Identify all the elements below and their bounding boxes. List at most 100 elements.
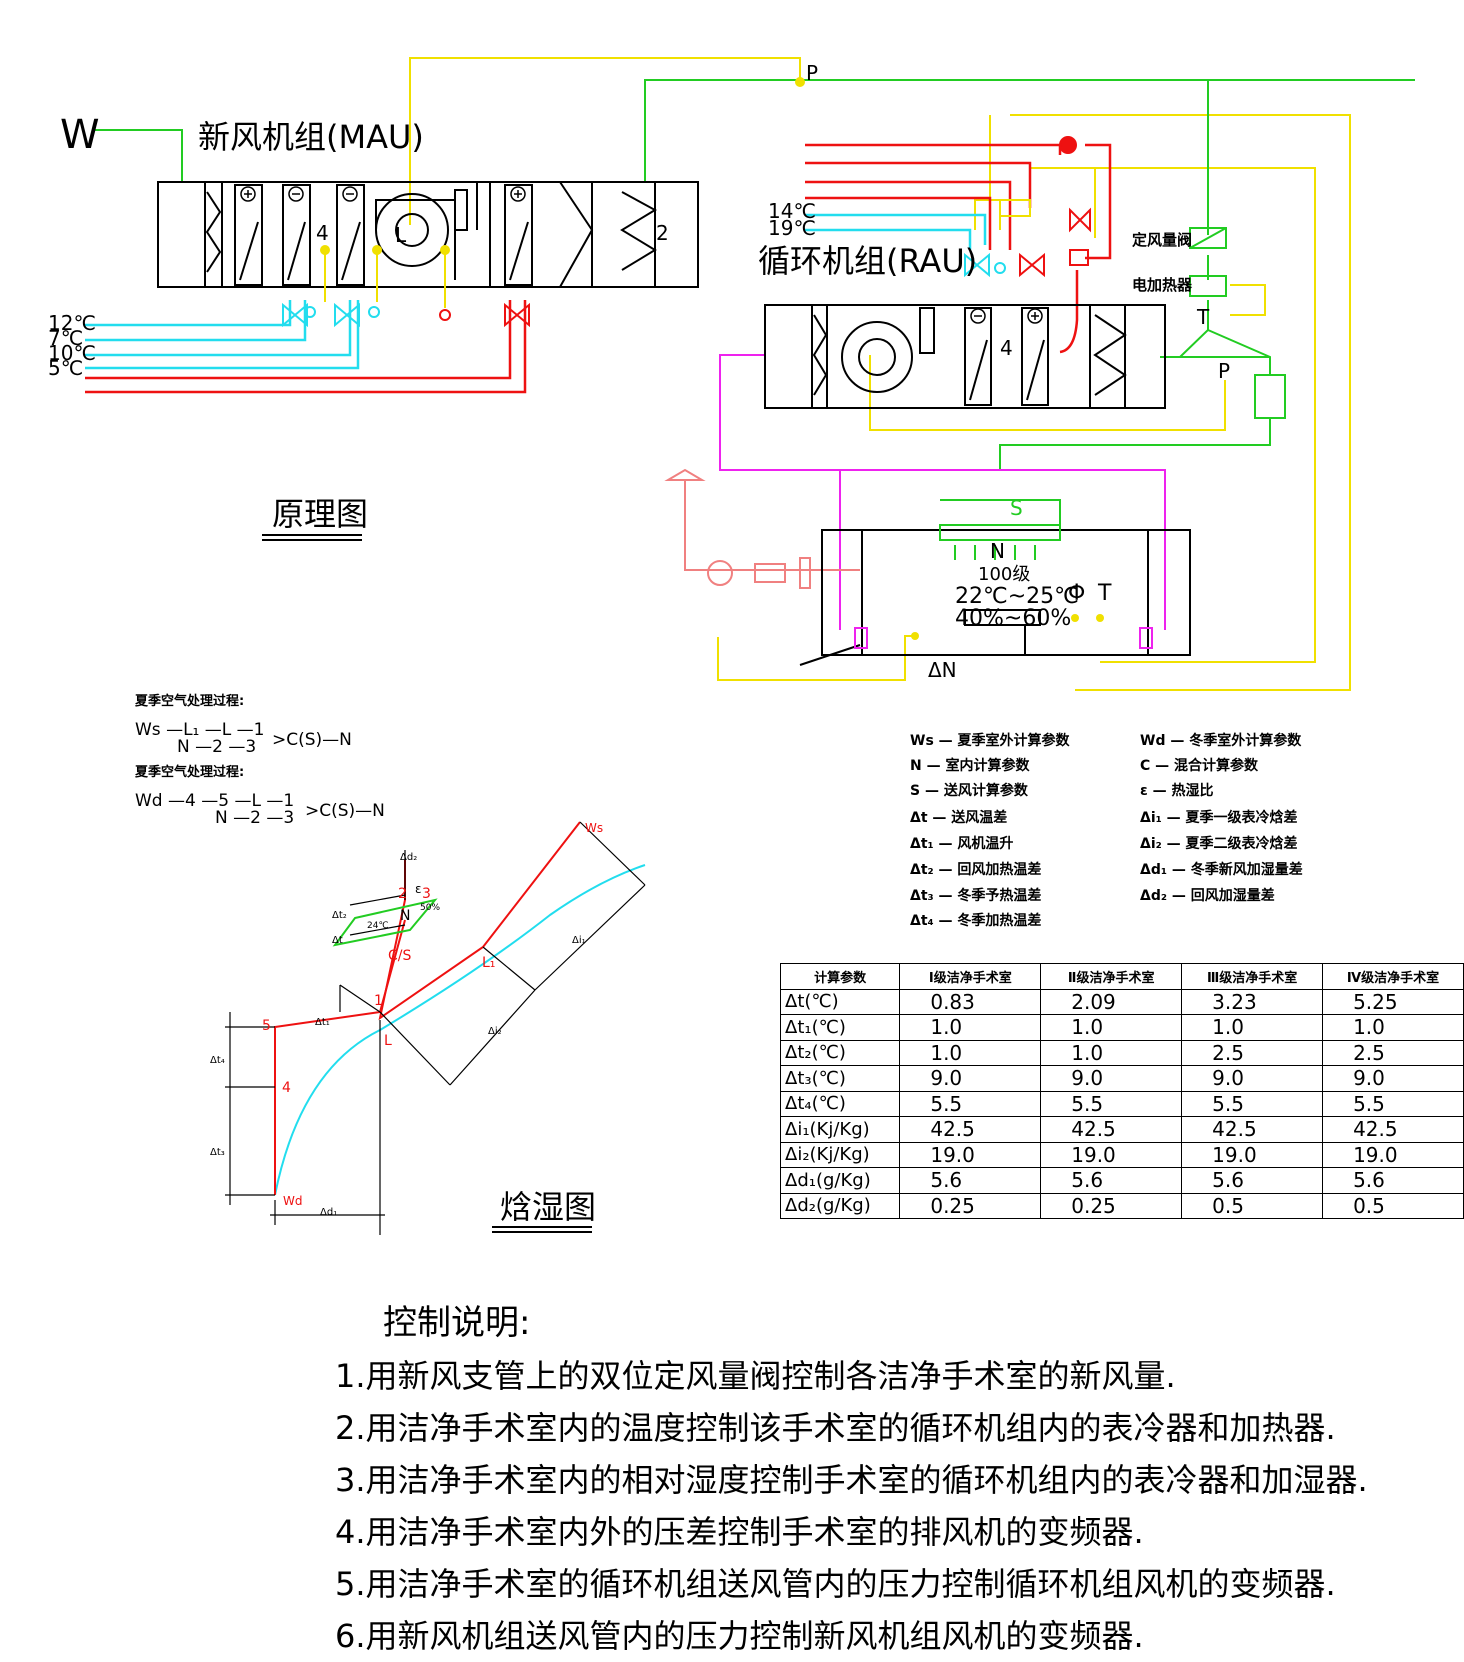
psychro-labels: Ws Wd L₁ L 1 2 3 4 5 N C/S ε 24℃ 50% Δt … [210,821,603,1218]
rau-controller [999,199,1031,217]
process-lines-red [274,821,581,1195]
l-label: L [384,1033,392,1049]
point-1: 1 [374,993,383,1009]
legend-right: Wd — 冬季室外计算参数 C — 混合计算参数 ε — 热湿比 Δi₁ — 夏… [1140,732,1303,904]
summer-process-title: 夏季空气处理过程: [134,693,244,709]
table-cell: Δi₁(Kj/Kg) [779,1116,901,1143]
legend-item: Δd₁ — 冬季新风加湿量差 [1140,861,1303,878]
table-header: Ⅰ级洁净手术室 [899,963,1042,990]
hot-water-pipes-red [85,143,1112,394]
summer-process-row1: Ws —L₁ —L —1 [135,720,264,740]
dt-label: Δt [332,935,343,946]
point-cs: C/S [388,948,411,964]
table-cell: 5.25 [1322,988,1464,1015]
table-cell: 9.0 [899,1065,1042,1092]
table-cell: Δt₁(℃) [779,1014,901,1041]
table-cell: 1.0 [1040,1039,1183,1066]
table-cell: 0.83 [899,988,1042,1015]
mau-temp-1: 12℃ [48,311,96,335]
table-header: Ⅱ级洁净手术室 [1040,963,1183,990]
rau-p-label: P [1218,359,1230,383]
winter-process-title: 夏季空气处理过程: [134,764,244,780]
dt2-label: Δt₂ [332,910,347,921]
mau-p-label: P [806,61,818,85]
mau-section-2: 2 [656,221,669,245]
legend-item: Δt₁ — 风机温升 [910,835,1013,852]
point-5: 5 [262,1018,271,1034]
table-cell: 5.6 [899,1167,1042,1194]
legend-item: Δi₂ — 夏季二级表冷焓差 [1140,835,1298,852]
mau-fan-label: L [395,223,407,247]
comfort-zone [332,898,438,947]
rau-heating-valve [1019,136,1091,278]
control-note: 4.用洁净手术室内外的压差控制手术室的排风机的变频器. [335,1513,1144,1551]
mau-inlet-label: W [60,112,100,158]
control-notes-title: 控制说明: [383,1303,531,1343]
table-cell: 1.0 [899,1014,1042,1041]
control-lines-yellow [409,57,1351,691]
legend-item: ε — 热湿比 [1140,782,1214,799]
rau-section-4: 4 [1000,336,1013,360]
summer-process-row2: N —2 —3 [177,737,256,757]
legend-item: S — 送风计算参数 [910,782,1029,799]
dd1-label: Δd₁ [320,1207,337,1218]
fresh-air-lines-green [95,79,1415,525]
table-cell: 9.0 [1181,1065,1324,1092]
l1-label: L₁ [482,955,495,971]
room-n-label: N [990,539,1005,563]
table-cell: 19.0 [1181,1141,1324,1168]
mau-title: 新风机组(MAU) [198,118,424,156]
table-header: Ⅳ级洁净手术室 [1322,963,1464,990]
table-cell: 5.5 [1181,1090,1324,1117]
mau-coil-signs [240,186,526,202]
table-cell: 0.5 [1181,1192,1324,1219]
table-cell: Δt₄(℃) [779,1090,901,1117]
room-temp: 22℃~25℃ [955,584,1079,609]
dd2-label: Δd₂ [400,852,417,863]
point-4: 4 [282,1080,291,1096]
table-cell: 42.5 [1040,1116,1183,1143]
winter-process-tail: >C(S)—N [305,801,385,821]
rh50-label: 50% [420,903,440,913]
dt4-label: Δt₄ [210,1055,225,1066]
legend-item: Ws — 夏季室外计算参数 [910,732,1071,749]
table-cell: 9.0 [1040,1065,1183,1092]
legend-item: Wd — 冬季室外计算参数 [1140,732,1302,749]
legend-item: C — 混合计算参数 [1140,757,1259,774]
legend-item: Δt — 送风温差 [910,809,1007,826]
table-cell: 1.0 [1181,1014,1324,1041]
principle-title: 原理图 [272,495,368,533]
dimension-lines [225,821,646,1235]
table-cell: 2.5 [1322,1039,1464,1066]
rau-t-label: T [1196,305,1210,329]
table-cell: 5.6 [1040,1167,1183,1194]
chilled-water-pipes-cyan [85,213,987,370]
mau-temp-3: 10℃ [48,341,96,365]
rau-temp-1: 14℃ [768,199,816,223]
cav-damper [1189,227,1286,419]
table-cell: Δt(℃) [779,988,901,1015]
room-t-label: T [1097,581,1112,606]
table-cell: 42.5 [1322,1116,1464,1143]
table-cell: 2.5 [1181,1039,1324,1066]
table-cell: Δt₃(℃) [779,1065,901,1092]
winter-process-row2: N —2 —3 [215,808,294,828]
table-cell: 19.0 [1322,1141,1464,1168]
eps-label: ε [415,882,422,896]
rau-coil-signs [970,308,1043,324]
mau-sensors [320,77,805,308]
table-cell: 1.0 [899,1039,1042,1066]
table-cell: 5.5 [899,1090,1042,1117]
table-cell: 42.5 [1181,1116,1324,1143]
ws-label: Ws [585,821,603,835]
legend-item: Δt₂ — 回风加热温差 [910,861,1041,878]
